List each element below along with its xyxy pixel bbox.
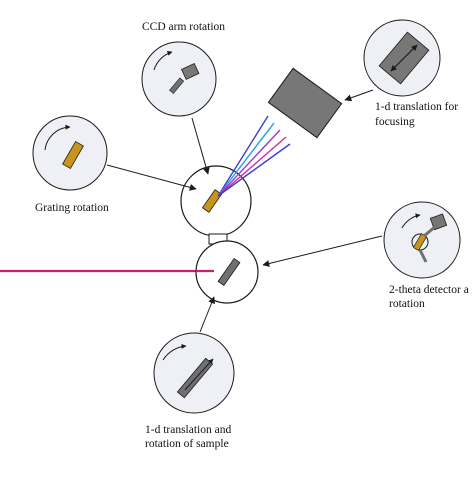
sample-element — [217, 257, 241, 287]
inset-sample — [153, 332, 235, 414]
pointer-arrows — [106, 89, 383, 333]
inset-ccd-arm — [141, 41, 217, 117]
label-sample-1: 1-d translation and — [145, 424, 232, 436]
label-two-theta-1: 2-theta detector a — [389, 284, 469, 296]
label-translation-focusing-2: focusing — [375, 116, 415, 128]
label-translation-focusing-1: 1-d translation for — [375, 101, 459, 113]
label-grating-rotation: Grating rotation — [35, 202, 109, 214]
diffracted-rays — [217, 115, 291, 197]
label-ccd-arm-rotation: CCD arm rotation — [142, 21, 226, 33]
ccd-detector — [267, 67, 343, 139]
label-two-theta-2: rotation — [389, 298, 425, 310]
inset-grating — [32, 115, 108, 191]
grating-element — [201, 189, 223, 213]
label-sample-2: rotation of sample — [145, 438, 229, 450]
inset-two-theta — [383, 201, 461, 279]
inset-focusing — [363, 19, 441, 97]
